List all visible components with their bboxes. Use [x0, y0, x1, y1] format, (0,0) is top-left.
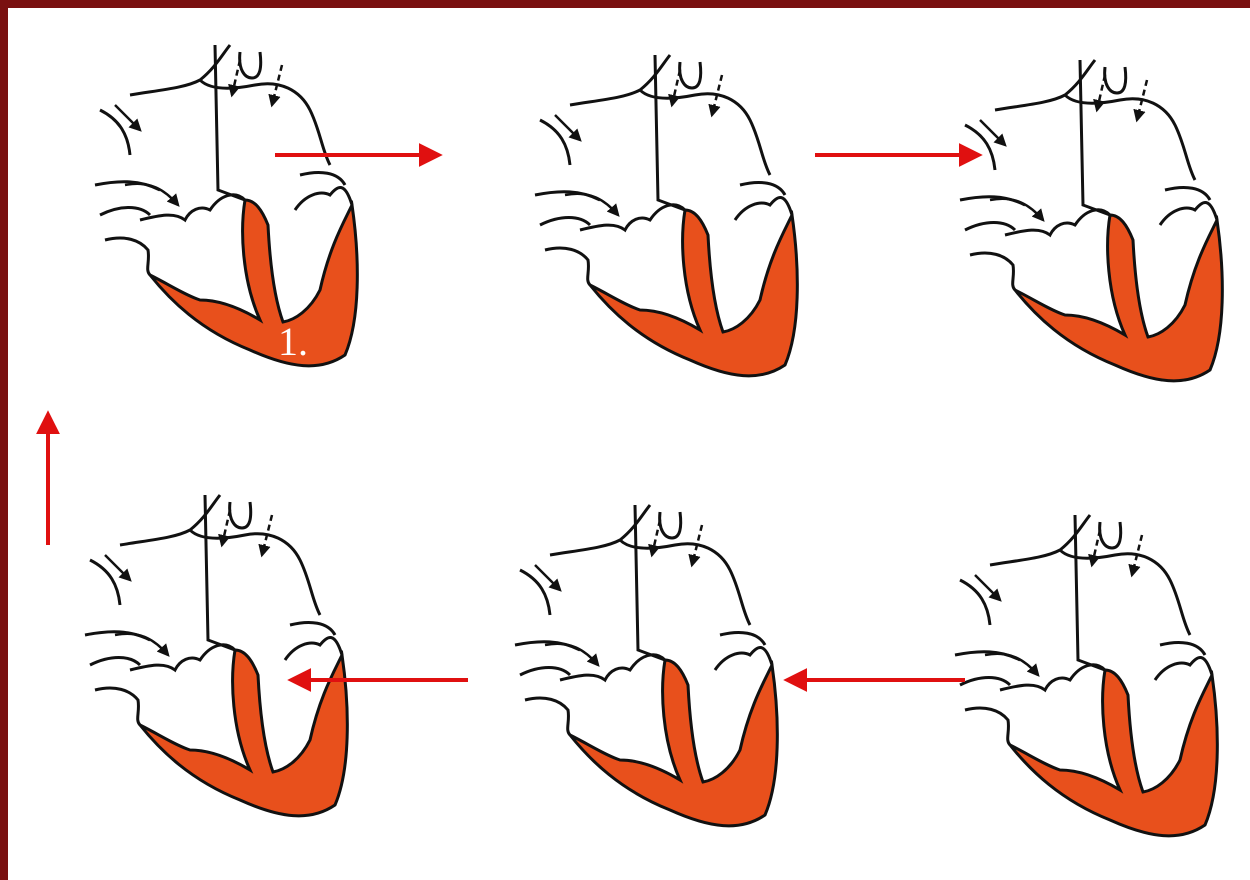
- heart-panel-6: [955, 515, 1217, 836]
- stage-number-label: 1.: [278, 322, 308, 362]
- heart-panel-2: [535, 55, 797, 376]
- heart-panel-3: [960, 60, 1222, 381]
- heart-panel-5: [515, 505, 777, 826]
- heart-panel-4: [85, 495, 347, 816]
- heart-panel-1: [95, 45, 357, 366]
